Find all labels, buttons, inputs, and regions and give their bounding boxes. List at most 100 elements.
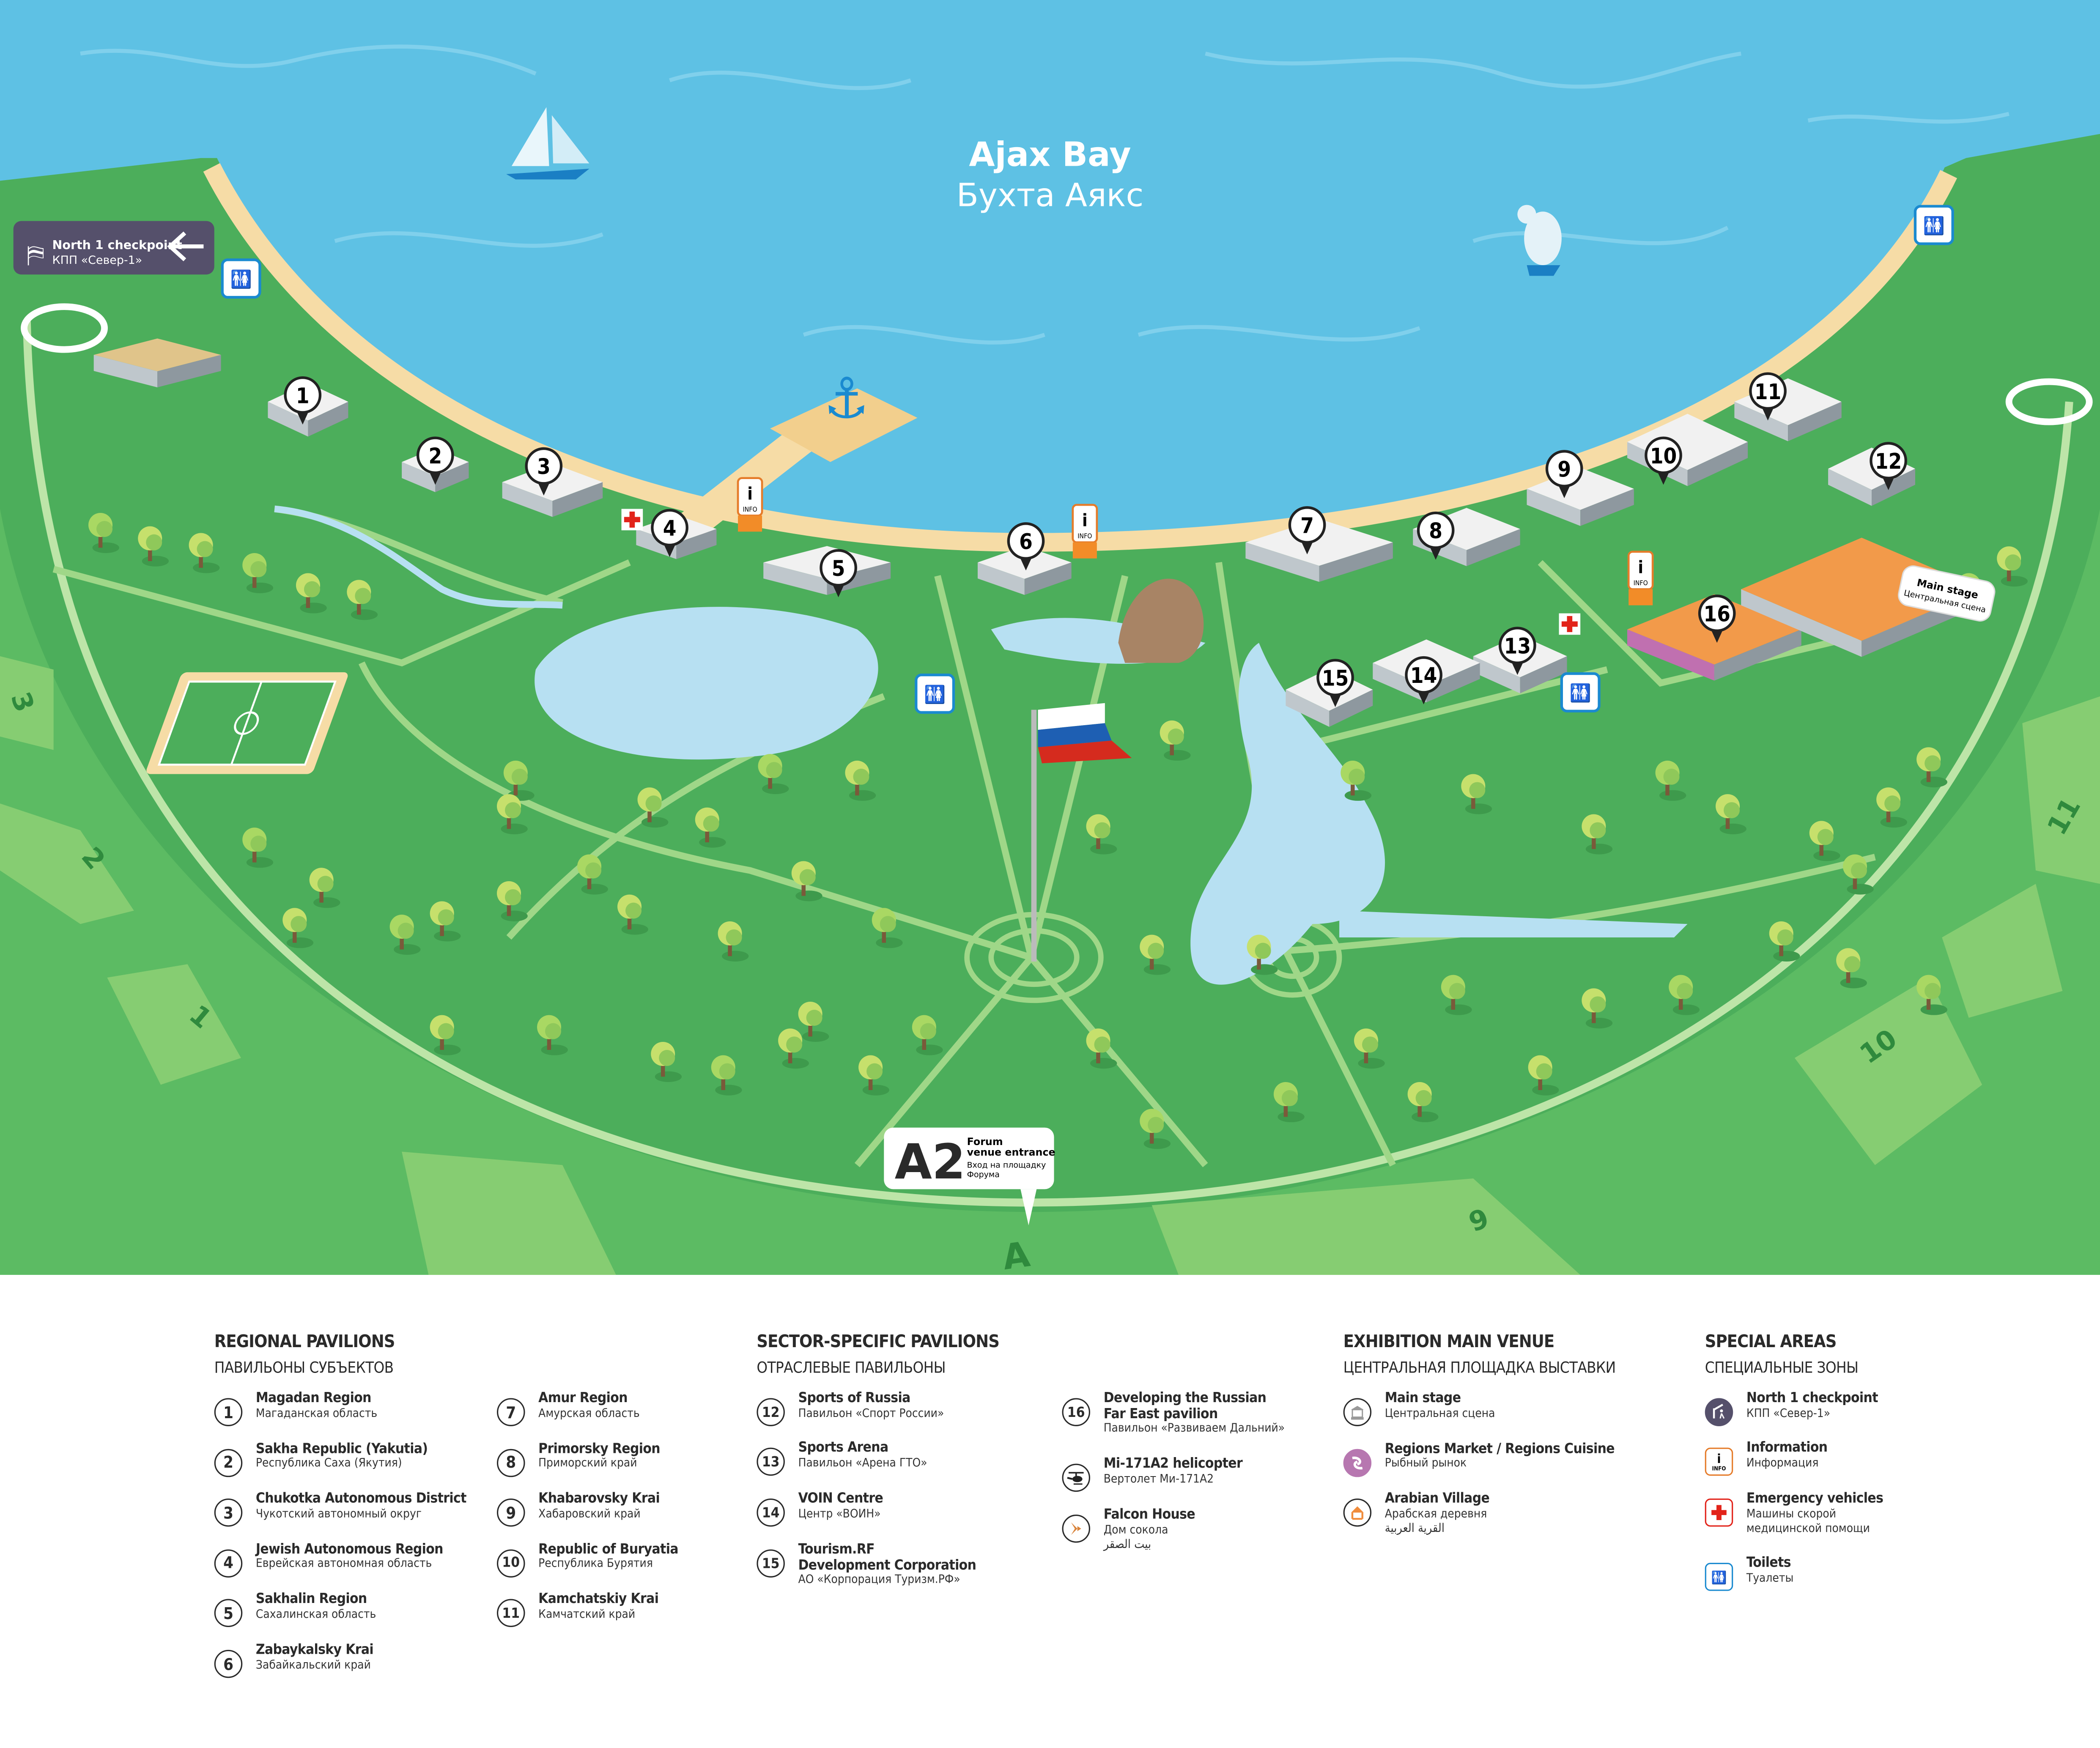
tree <box>718 921 749 962</box>
pavilion-marker-number: 12 <box>1875 449 1902 474</box>
legend-item-title: Regions Market / Regions Cuisine <box>1384 1440 1615 1457</box>
pavilion-building[interactable] <box>1245 519 1393 582</box>
tree <box>1461 774 1492 814</box>
legend-item-subtitle: Магаданская область <box>255 1407 378 1420</box>
legend-item-title: Mi-171A2 helicopter <box>1103 1455 1243 1472</box>
legend-item-title: Chukotka Autonomous District <box>255 1490 467 1507</box>
legend-item-subtitle: Павильон «Развиваем Дальний» <box>1103 1422 1285 1436</box>
pavilion-marker[interactable]: 5 <box>820 549 857 597</box>
tree <box>347 580 378 620</box>
legend-item-title: Arabian Village <box>1384 1490 1490 1507</box>
info-label: INFO <box>743 505 757 513</box>
info-kiosk[interactable]: i INFO <box>1072 504 1098 559</box>
pavilion-marker-number: 8 <box>1429 518 1442 543</box>
pavilion-marker[interactable]: 12 <box>1870 442 1907 490</box>
pavilion-marker[interactable]: 2 <box>416 436 454 485</box>
legend-item-arabic: بيت الصقر <box>1103 1538 1151 1552</box>
checkpoint-sign-en: North 1 checkpoint <box>52 238 182 252</box>
tree <box>1140 934 1171 975</box>
legend-item-title: Developing the Russian <box>1103 1390 1267 1406</box>
pavilion-marker[interactable]: 9 <box>1545 450 1583 499</box>
pier-head <box>770 388 918 462</box>
entrance-en-1: Forum <box>967 1136 1003 1148</box>
tree <box>242 827 274 868</box>
falcon-icon <box>1062 1514 1091 1543</box>
info-letter: i <box>1638 557 1643 578</box>
pavilion-marker[interactable]: 8 <box>1417 511 1455 560</box>
info-kiosk[interactable]: i INFO <box>1627 551 1654 605</box>
tree <box>912 1015 943 1055</box>
legend-item-title: North 1 checkpoint <box>1746 1390 1878 1406</box>
pavilion-marker[interactable]: 7 <box>1288 506 1326 555</box>
main-stage-icon <box>1343 1398 1372 1426</box>
toilets-icon[interactable]: 🚻 <box>915 674 955 714</box>
legend-item-subtitle: Центральная сцена <box>1384 1407 1495 1420</box>
tree <box>496 881 528 921</box>
pavilion-marker-number: 14 <box>1410 663 1437 688</box>
tree <box>282 908 314 948</box>
info-label: INFO <box>1077 532 1092 540</box>
pavilion-marker[interactable]: 15 <box>1316 659 1354 707</box>
park-land <box>0 134 2100 1275</box>
pavilion-number-badge: 8 <box>496 1448 525 1477</box>
tree <box>309 868 340 908</box>
legend-item-subtitle: Чукотский автономный округ <box>255 1507 422 1521</box>
legend-item-subtitle: Амурская область <box>538 1407 640 1420</box>
pavilion-marker-number: 1 <box>296 383 310 408</box>
tree <box>1836 948 1867 989</box>
tree <box>389 915 421 955</box>
pavilion-marker[interactable]: 16 <box>1698 595 1736 643</box>
legend-sector: SECTOR-SPECIFIC PAVILIONS ОТРАСЛЕВЫЕ ПАВ… <box>757 1332 999 1377</box>
pavilion-marker[interactable]: 4 <box>651 509 688 557</box>
tree <box>711 1055 742 1096</box>
pavilion-number-badge: 1 <box>214 1398 243 1426</box>
football-field[interactable] <box>145 672 349 774</box>
svg-text:i: i <box>1717 1452 1721 1466</box>
toilets-icon[interactable]: 🚻 <box>1560 672 1601 712</box>
entrance-sign-a2[interactable]: A2 Forum venue entrance Вход на площадку… <box>884 1127 1055 1225</box>
pavilion-marker[interactable]: 14 <box>1405 656 1442 704</box>
legend-item-subtitle: Приморский край <box>538 1457 637 1471</box>
tree <box>537 1015 568 1055</box>
tree <box>651 1042 682 1082</box>
tree <box>1273 1082 1305 1123</box>
tree <box>1160 720 1191 761</box>
pavilion-marker[interactable]: 10 <box>1645 436 1682 485</box>
toilets-icon[interactable]: 🚻 <box>221 258 261 299</box>
legend-item-title: Sports Arena <box>798 1439 889 1456</box>
pavilion-marker[interactable]: 11 <box>1749 372 1787 421</box>
pavilion-marker[interactable]: 3 <box>525 447 563 496</box>
svg-text:🚻: 🚻 <box>924 684 946 704</box>
pavilion-number-badge: 11 <box>496 1599 525 1628</box>
pavilion-marker[interactable]: 1 <box>284 376 322 425</box>
legend-item-subtitle: Республика Саха (Якутия) <box>255 1457 402 1471</box>
tree <box>1769 921 1800 962</box>
pavilion-number-badge: 4 <box>214 1549 243 1578</box>
pavilion-marker-number: 2 <box>428 444 442 469</box>
tree <box>430 1015 461 1055</box>
legend-heading: SECTOR-SPECIFIC PAVILIONS <box>757 1332 999 1353</box>
tree <box>1716 794 1746 835</box>
toilets-icon[interactable]: 🚻 <box>1914 205 1954 245</box>
info-kiosk[interactable]: i INFO <box>737 477 763 532</box>
checkpoint-sign[interactable]: ⛿ North 1 checkpoint КПП «Север-1» <box>13 221 214 275</box>
pavilion-building[interactable] <box>93 338 221 388</box>
pavilion-marker[interactable]: 6 <box>1007 522 1045 571</box>
tree <box>1354 1028 1385 1069</box>
legend-subheading: ПАВИЛЬОНЫ СУБЪЕКТОВ <box>214 1358 394 1377</box>
pavilion-marker[interactable]: 13 <box>1498 627 1536 675</box>
legend-item-title: Tourism.RF <box>798 1541 875 1558</box>
toilets-icon: 🚻 <box>1705 1563 1733 1591</box>
legend-item-title: Sakha Republic (Yakutia) <box>255 1440 428 1457</box>
legend-item-title: Information <box>1746 1439 1828 1456</box>
legend-item-title: Magadan Region <box>255 1390 372 1406</box>
